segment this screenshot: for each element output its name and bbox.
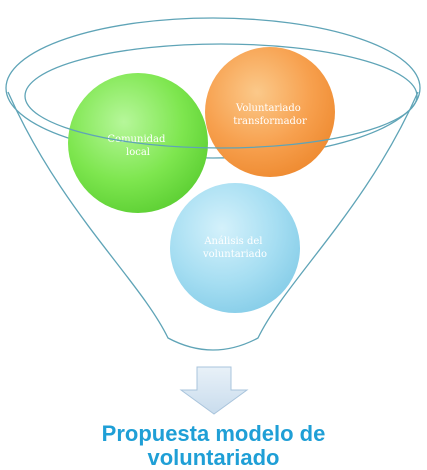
svg-text:Comunidad local: Comunidad local xyxy=(107,134,168,158)
circle-analisis-voluntariado-label-line-1: Análisis del xyxy=(203,236,262,247)
funnel-rim-outer xyxy=(5,17,421,159)
circle-voluntariado-transformador-label-line-1: Voluntariado xyxy=(235,103,301,114)
circle-voluntariado-transformador-label-line-2: transformador xyxy=(233,116,307,127)
result-title-line-1: Propuesta modelo de xyxy=(101,421,326,446)
circle-comunidad-local-label-line-1: Comunidad xyxy=(107,134,166,145)
circle-voluntariado-transformador xyxy=(205,47,335,177)
funnel-body xyxy=(7,91,419,351)
circle-analisis-voluntariado xyxy=(170,183,300,313)
svg-text:Voluntariado transformador: Voluntariado transformador xyxy=(233,103,307,127)
down-arrow-icon xyxy=(179,366,249,415)
circle-comunidad-local-label-line-2: local xyxy=(126,147,150,158)
funnel-rim-inner xyxy=(24,43,418,149)
svg-text:Análisis del voluntariado: Análisis del voluntariado xyxy=(202,236,267,260)
circle-analisis-voluntariado-label-line-2: voluntariado xyxy=(202,249,267,260)
result-title-line-2: voluntariado xyxy=(147,445,280,470)
